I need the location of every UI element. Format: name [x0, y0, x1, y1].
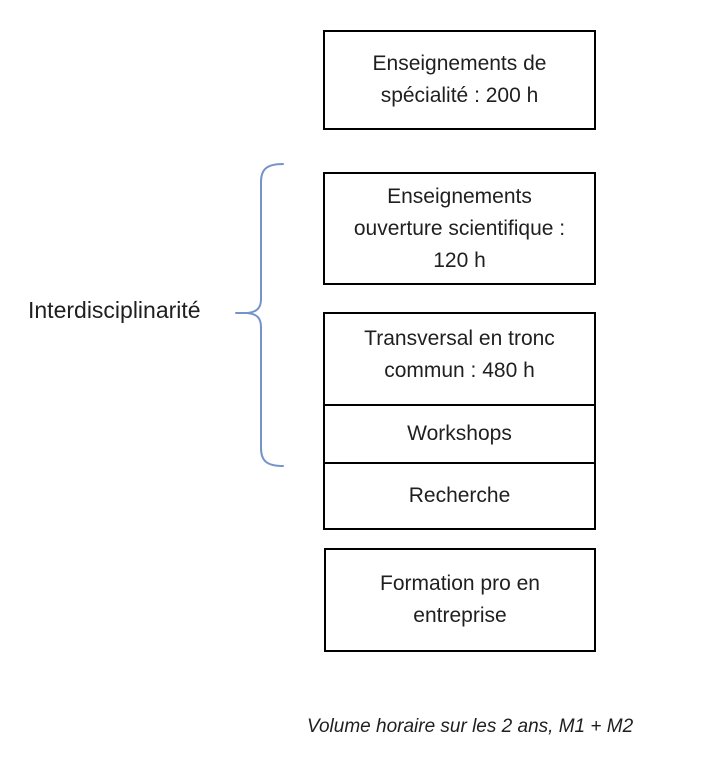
- interdisciplinarite-label: Interdisciplinarité: [28, 297, 201, 323]
- box-group-tronc-commun: Transversal en tronc commun : 480 h Work…: [323, 312, 596, 530]
- section-recherche-text: Recherche: [408, 484, 511, 507]
- box-enseignements-specialite: Enseignements de spécialité : 200 h: [323, 30, 596, 130]
- box-ouverture-scientifique: Enseignements ouverture scientifique : 1…: [323, 172, 596, 285]
- curly-brace-icon: [235, 163, 284, 467]
- volume-horaire-caption: Volume horaire sur les 2 ans, M1 + M2: [307, 716, 634, 737]
- box-formation-pro-entreprise: Formation pro en entreprise: [324, 548, 596, 652]
- curly-brace-path: [235, 163, 284, 467]
- box-ouverture-scientifique-text: Enseignements ouverture scientifique : 1…: [353, 184, 566, 272]
- section-recherche: Recherche: [325, 464, 594, 528]
- section-workshops-text: Workshops: [407, 422, 512, 445]
- box-formation-pro-text: Formation pro en entreprise: [380, 572, 540, 627]
- box-enseignements-specialite-text: Enseignements de spécialité : 200 h: [372, 52, 547, 107]
- section-transversal-text: Transversal en tronc commun : 480 h: [364, 327, 555, 382]
- section-workshops: Workshops: [325, 406, 594, 464]
- section-transversal-tronc-commun: Transversal en tronc commun : 480 h: [325, 314, 594, 406]
